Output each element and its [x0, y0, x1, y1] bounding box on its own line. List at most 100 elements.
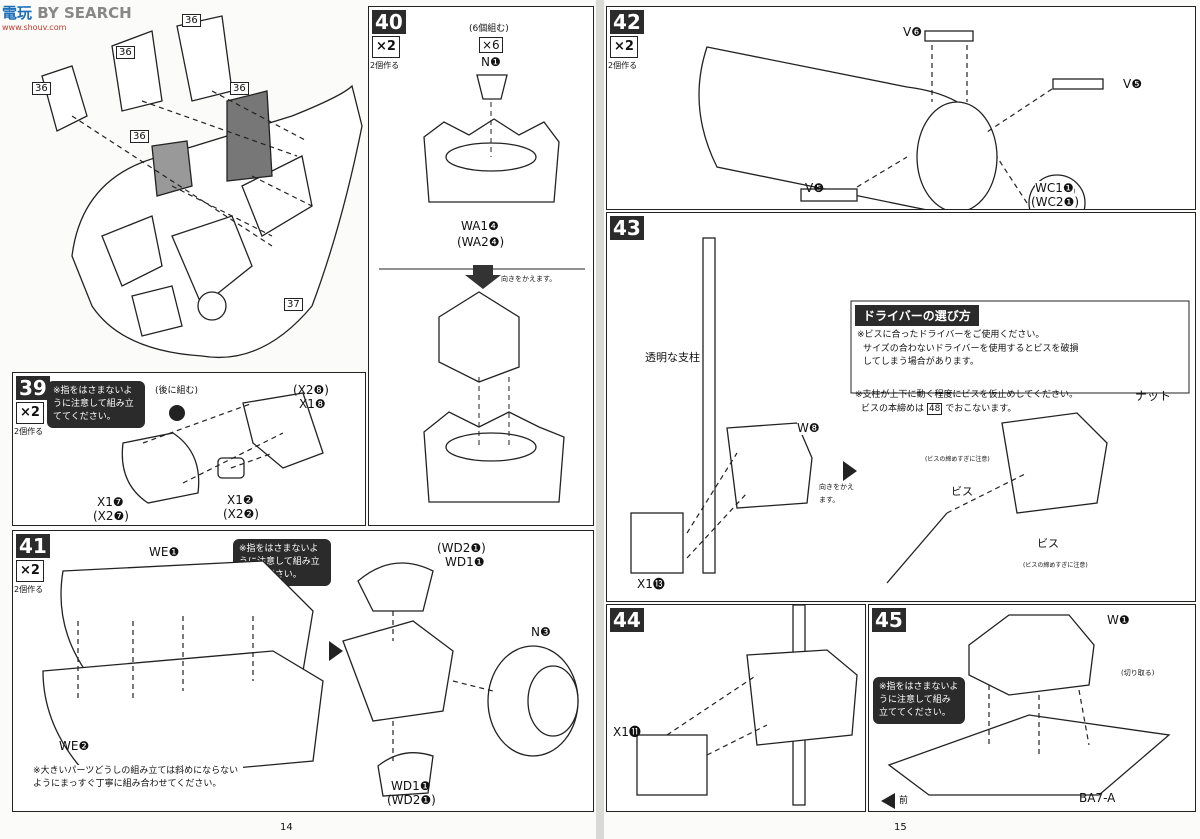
part-label: (X2❼) [93, 509, 129, 523]
part-label: V❺ [1123, 77, 1142, 91]
part-label: (WD2❶) [387, 793, 436, 807]
next-arrow-icon [329, 641, 343, 661]
manual-page-left: 電玩 BY SEARCH www.shouv.com [0, 0, 596, 839]
front-arrow-icon [881, 793, 895, 809]
step-41-panel: 41 ×2 2個作る WE❶ ※指をはさまないように注意して組み立ててください。 [12, 530, 594, 812]
step-number: 42 [610, 10, 644, 34]
turn-note: 向きをかえます。 [819, 483, 854, 504]
step-number: 43 [610, 216, 644, 240]
watermark-logo: 電玩 BY SEARCH www.shouv.com [2, 2, 132, 32]
part-tag: 36 [182, 14, 201, 27]
driver-guide-title: ドライバーの選び方 [855, 305, 979, 326]
page-gutter [596, 0, 604, 839]
step-number: 41 [16, 534, 50, 558]
watermark-search-text: BY SEARCH [37, 4, 132, 22]
step-39-panel: 39 ×2 2個作る ※指をはさまないように注意して組み立ててください。 (後に… [12, 372, 366, 526]
multiplier-badge: ×2 [16, 402, 44, 424]
part-label: BA7-A [1079, 791, 1116, 805]
screw-note: (ビスの締めすぎに注意) [1023, 562, 1088, 569]
step-44-illustration [636, 605, 858, 806]
step-40-panel: 40 ×2 2個作る (6個組む) ×6 N❶ WA1❹ (WA2❹) 向きをか… [368, 6, 594, 526]
assembly-tip: (後に組む) [155, 386, 199, 396]
step-number: 45 [872, 608, 906, 632]
step-subtitle: 2個作る [608, 61, 638, 70]
part-label: X1⓭ [637, 577, 665, 591]
watermark-site-text: www.shouv.com [2, 23, 67, 32]
step-40-illustration [379, 74, 585, 503]
part-label: ナット [1135, 389, 1172, 403]
next-arrow-icon [843, 461, 857, 481]
step-number: 40 [372, 10, 406, 34]
part-label: X1❷ [227, 493, 254, 507]
front-label: 前 [899, 796, 909, 806]
part-label: N❸ [531, 625, 551, 639]
step-43-illustration [630, 237, 1190, 584]
manual-page-right: 42 ×2 2個作る V❻ V❺ [604, 0, 1200, 839]
part-label: X1❼ [97, 495, 124, 509]
driver-guide-text: サイズの合わないドライバーを使用するとビスを破損してしまう場合があります。 [863, 344, 1079, 367]
step-42-illustration [698, 30, 1104, 209]
part-label: (X2❽) [293, 383, 329, 397]
part-tag: 36 [130, 130, 149, 143]
circle-icon [169, 405, 185, 421]
part-label: ビス [951, 485, 973, 498]
step-45-panel: 45 W❶ (切り取る) ※指をはさまないように注意して組み立ててください。 B… [868, 604, 1196, 812]
turn-note: 向きをかえます。 [501, 275, 557, 283]
part-label: X1❽ [299, 397, 326, 411]
part-tag: 37 [284, 298, 303, 311]
step-subtitle: 2個作る [14, 585, 44, 594]
finger-warning: ※指をはさまないように注意して組み立ててください。 [47, 381, 145, 428]
part-label: V❺ [805, 181, 824, 195]
turn-arrow-icon [465, 265, 501, 289]
step-number: 39 [16, 376, 50, 400]
tighten-note: ビスの本締めは [861, 404, 925, 414]
driver-guide-text: ※ビスに合ったドライバーをご使用ください。 [857, 330, 1045, 340]
step-45-illustration [881, 614, 1171, 809]
multiplier-badge: ×2 [610, 36, 638, 58]
step-42-panel: 42 ×2 2個作る V❻ V❺ [606, 6, 1196, 210]
part-label: ビス [1037, 537, 1059, 550]
part-label: (WD2❶) [437, 541, 486, 555]
quantity-note: (6個組む) [469, 24, 509, 34]
pillar-label: 透明な支柱 [645, 351, 700, 364]
step-41-illustration [42, 560, 579, 797]
multiplier-badge: ×2 [372, 36, 400, 58]
part-label: (X2❷) [223, 507, 259, 521]
part-label: N❶ [481, 55, 501, 69]
step-44-panel: 44 X1⓫ [606, 604, 866, 812]
step-reference: 48 [926, 403, 943, 415]
step-39-illustration [121, 392, 324, 504]
finger-warning: ※指をはさまないように注意して組み立ててください。 [873, 677, 965, 724]
tighten-note: ※支柱が上下に動く程度にビスを仮止めしてください。 [855, 390, 1079, 400]
part-label: WE❷ [59, 739, 90, 753]
step-subtitle: 2個作る [14, 427, 44, 436]
step-38-illustration [41, 15, 363, 359]
step-38-panel: 36 36 36 36 36 37 [12, 6, 366, 368]
cut-note: (切り取る) [1121, 669, 1155, 677]
part-tag: 36 [230, 82, 249, 95]
quantity-badge: ×6 [479, 37, 503, 53]
part-tag: 36 [32, 82, 51, 95]
part-label: W❽ [797, 421, 820, 435]
part-label: WA1❹ [461, 219, 499, 233]
part-label: WD1❶ [391, 779, 431, 793]
part-label: (WA2❹) [457, 235, 505, 249]
part-tag: 36 [116, 46, 135, 59]
multiplier-badge: ×2 [16, 560, 44, 582]
screw-note: (ビスの締めすぎに注意) [925, 456, 990, 463]
step-number: 44 [610, 608, 644, 632]
part-label: W❶ [1107, 613, 1130, 627]
step-subtitle: 2個作る [370, 61, 400, 70]
part-label: (WC2❶) [1031, 195, 1079, 209]
part-label: X1⓫ [613, 725, 641, 739]
part-label: V❻ [903, 25, 922, 39]
part-label: WC1❶ [1035, 181, 1074, 195]
page-number: 15 [894, 822, 907, 833]
assembly-caution: ※大きいパーツどうしの組み立ては斜めにならないようにまっすぐ丁寧に組み合わせてく… [33, 765, 243, 791]
page-number: 14 [280, 822, 293, 833]
tighten-note: でおこないます。 [945, 404, 1017, 414]
part-label: WD1❶ [445, 555, 485, 569]
step-43-panel: 43 透明な支柱 V❻ W❽ X1⓭ 向きをかえます。 ドライバーの選び方 ※ビ… [606, 212, 1196, 602]
part-label: WE❶ [149, 545, 180, 559]
watermark-logo-text: 電玩 [2, 4, 33, 22]
